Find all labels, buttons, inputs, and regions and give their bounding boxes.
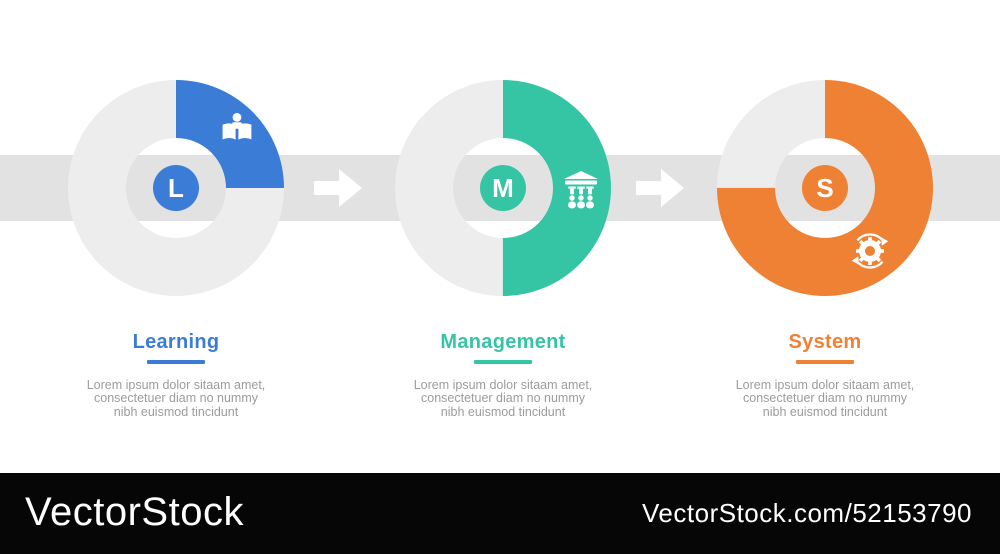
letter-label: L — [168, 173, 184, 203]
step-description: Lorem ipsum dolor sitaam amet, consectet… — [86, 377, 266, 419]
letter-label: S — [816, 173, 834, 203]
step-description: Lorem ipsum dolor sitaam amet, consectet… — [735, 377, 915, 419]
title-underline — [796, 360, 854, 364]
title-underline — [474, 360, 532, 364]
donut-chart-learning — [68, 80, 284, 296]
step-description: Lorem ipsum dolor sitaam amet, consectet… — [413, 377, 593, 419]
step-title: System — [788, 331, 862, 353]
letter-badge: S — [802, 165, 848, 211]
letter-label: M — [492, 173, 514, 203]
watermark-bar: VectorStock VectorStock.com/52153790 — [0, 473, 1000, 554]
step-text-block: System Lorem ipsum dolor sitaam amet, co… — [710, 330, 940, 419]
step-text-block: Learning Lorem ipsum dolor sitaam amet, … — [61, 330, 291, 419]
title-underline — [147, 360, 205, 364]
reading-person-icon — [219, 112, 255, 149]
bank-building-icon — [561, 169, 601, 214]
right-arrow-icon — [636, 169, 684, 207]
donut-chart-system — [717, 80, 933, 296]
right-arrow-icon — [314, 169, 362, 207]
step-title: Management — [440, 331, 566, 353]
watermark-logo-text: VectorStock — [25, 490, 244, 534]
step-text-block: Management Lorem ipsum dolor sitaam amet… — [388, 330, 618, 419]
donut-segment-25 — [68, 80, 284, 296]
gear-sync-icon — [848, 229, 892, 278]
donut-segment-75 — [717, 80, 933, 296]
letter-badge: M — [480, 165, 526, 211]
letter-badge: L — [153, 165, 199, 211]
step-title: Learning — [132, 331, 220, 353]
watermark-url-text: VectorStock.com/52153790 — [642, 498, 972, 528]
